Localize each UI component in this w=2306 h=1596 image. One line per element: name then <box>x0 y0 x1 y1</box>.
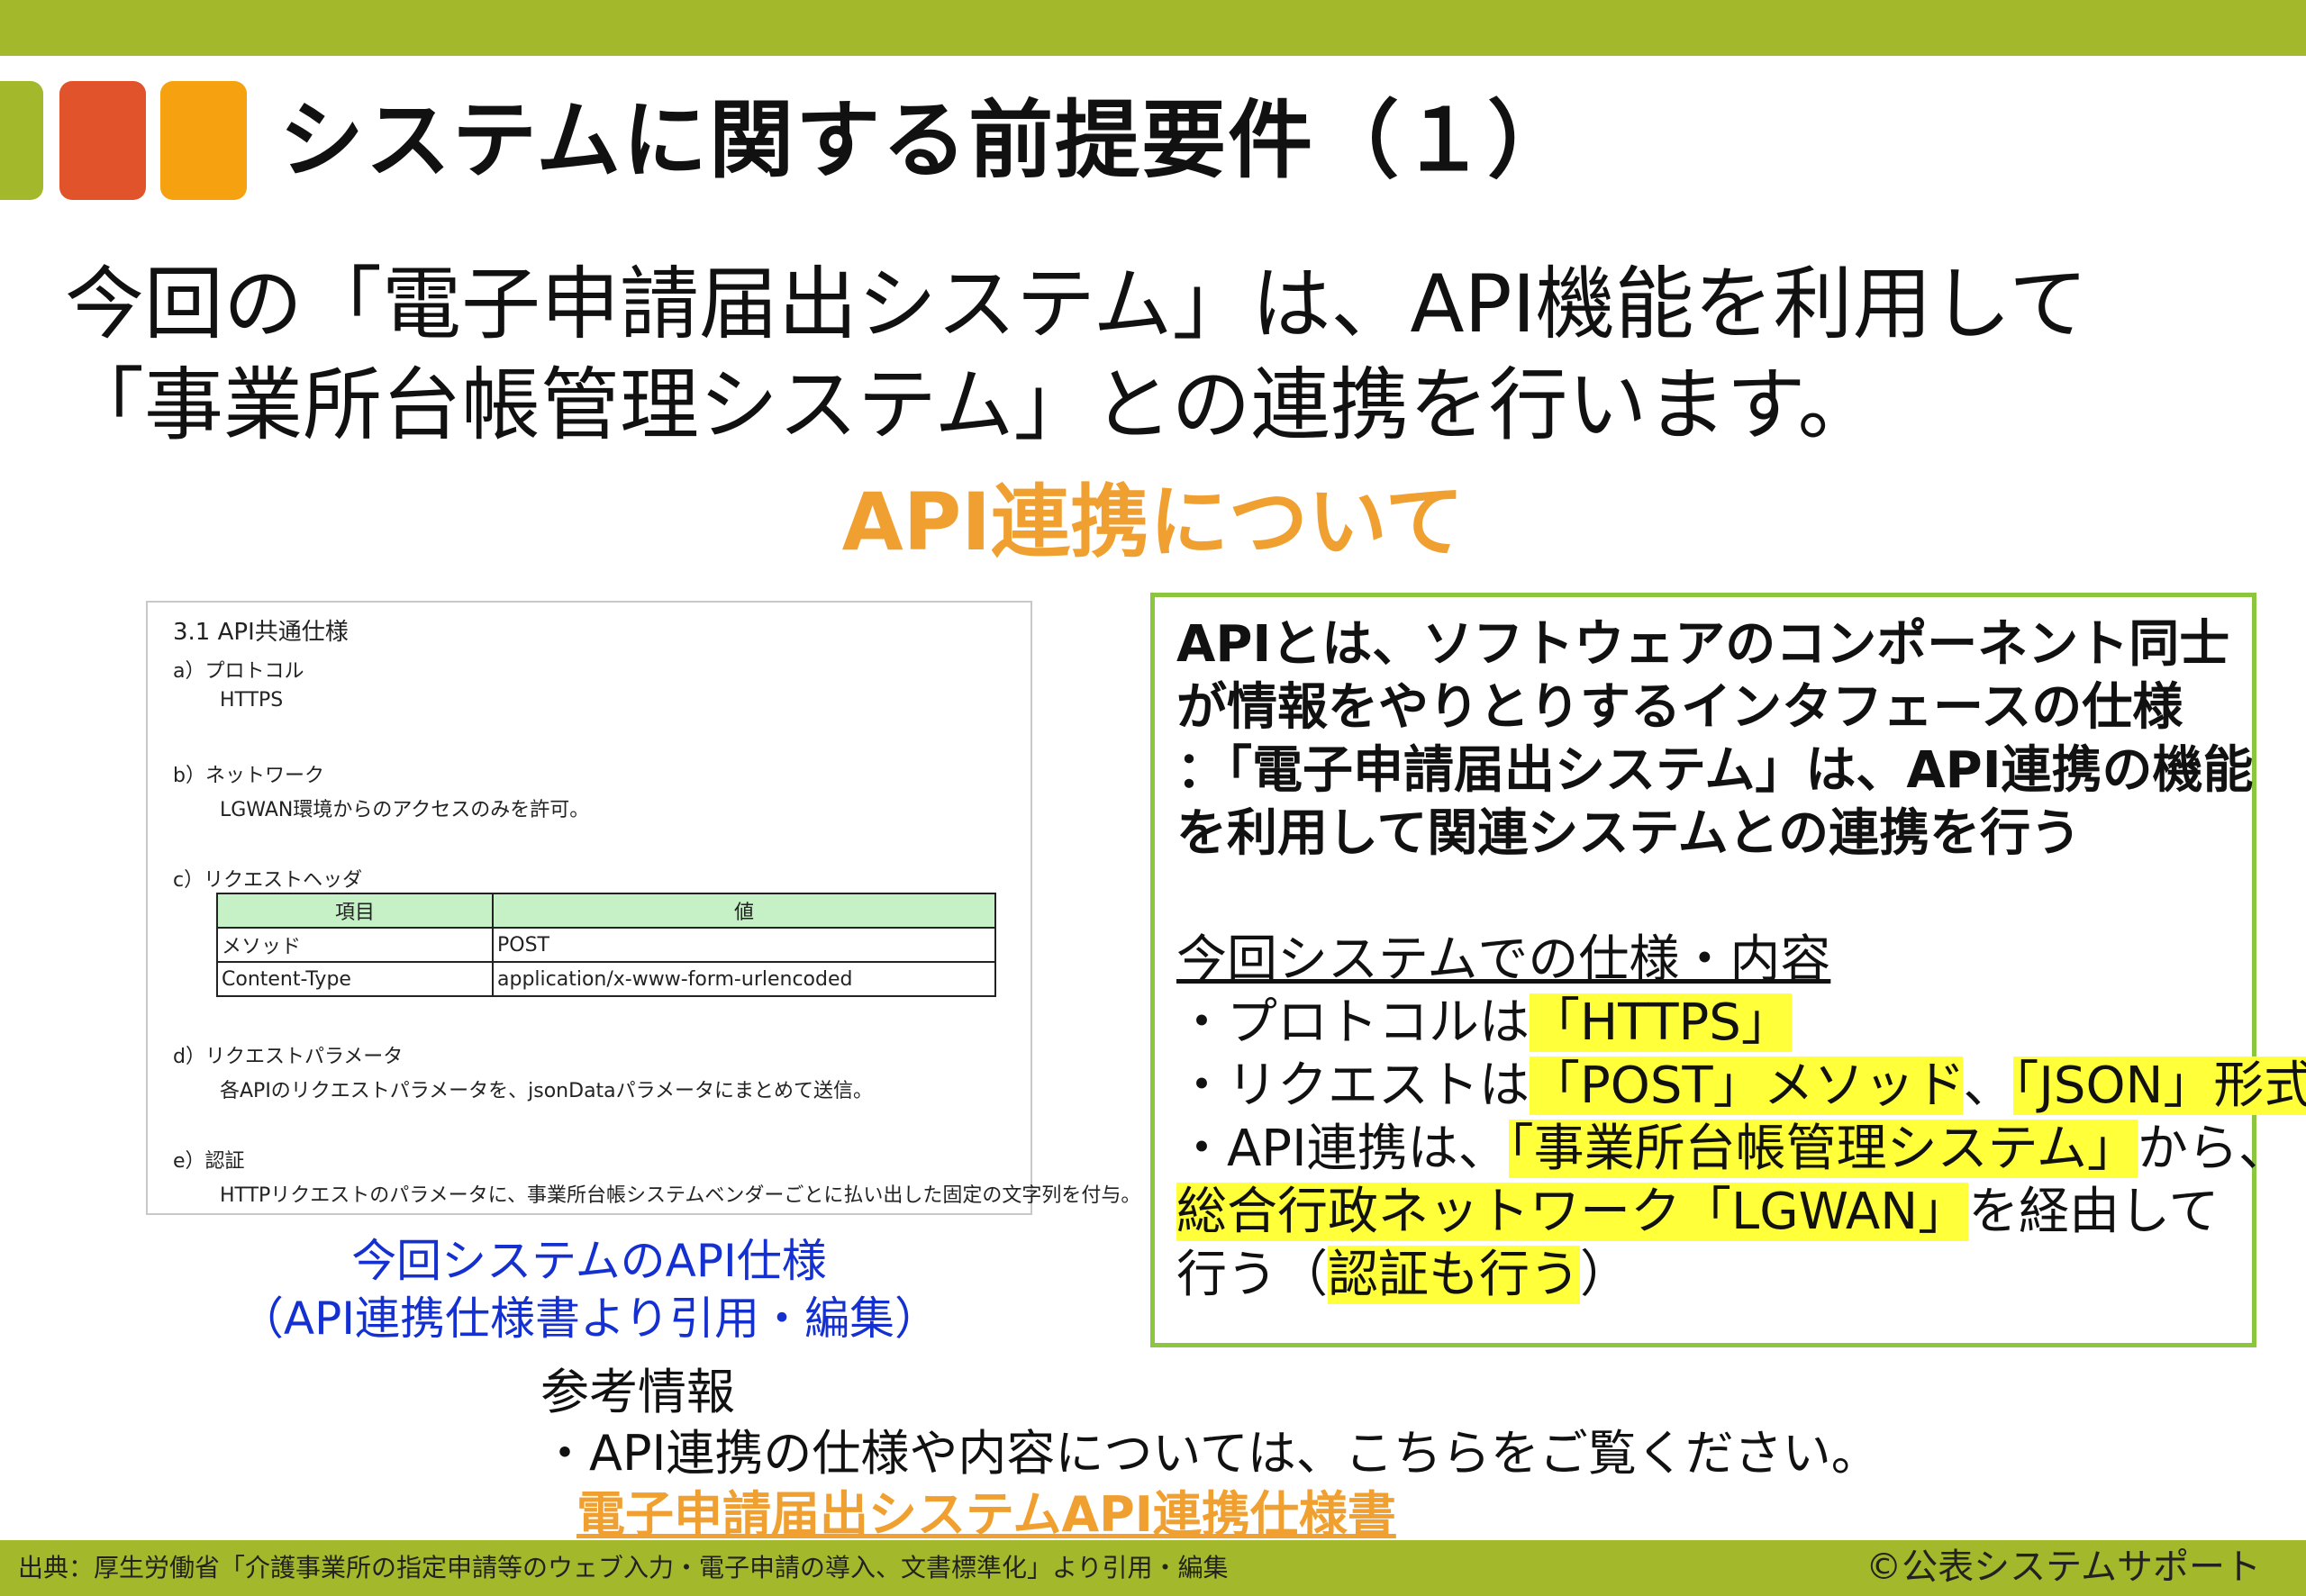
definition-line: ：「電子申請届出システム」は、API連携の機能 <box>1176 741 2254 800</box>
table-cell: application/x-www-form-urlencoded <box>492 961 996 997</box>
footer-bar <box>0 1540 2306 1596</box>
table-row: Content-Type application/x-www-form-urle… <box>216 961 996 997</box>
definition-line: APIとは、ソフトウェアのコンポーネント同士 <box>1176 615 2230 674</box>
spec-param-value: 各APIのリクエストパラメータを、jsonDataパラメータにまとめて送信。 <box>220 1080 873 1102</box>
title-accent-green <box>0 81 43 200</box>
highlight: 「HTTPS」 <box>1530 993 1792 1052</box>
reference-text: ・API連携の仕様や内容については、こちらをご覧ください。 <box>540 1425 1880 1482</box>
table-cell: Content-Type <box>216 961 494 997</box>
top-bar <box>0 0 2306 56</box>
definition-line: を利用して関連システムとの連携を行う <box>1176 804 2082 863</box>
api-definition-box: APIとは、ソフトウェアのコンポーネント同士 が情報をやりとりするインタフェース… <box>1150 593 2306 1347</box>
section-heading: API連携について <box>841 476 1465 568</box>
table-header-row: 項目 値 <box>216 893 996 929</box>
spec-auth-label: e）認証 <box>173 1150 245 1173</box>
title-accent-orange <box>160 81 247 200</box>
request-header-table: 項目 値 メソッド POST Content-Type application/… <box>216 893 996 997</box>
footer-copyright: ©公表システムサポート <box>1866 1546 2261 1588</box>
caption-line-1: 今回システムのAPI仕様 <box>351 1235 827 1287</box>
point-text: ） <box>1580 1246 1630 1304</box>
point-text: ・リクエストは <box>1176 1056 1530 1115</box>
point-text: ・プロトコルは <box>1176 993 1530 1052</box>
spacer <box>1176 866 2306 929</box>
footer-source: 出典：厚生労働省「介護事業所の指定申請等のウェブ入力・電子申請の導入、文書標準化… <box>18 1553 1229 1582</box>
spec-protocol-label: a）プロトコル <box>173 660 304 683</box>
lead-line-1: 今回の「電子申請届出システム」は、API機能を利用して <box>65 258 2088 350</box>
spec-point-api: ・API連携は、「事業所台帳管理システム」から、 <box>1176 1118 2306 1181</box>
point-text: 行う（ <box>1176 1246 1328 1304</box>
spec-point-auth: 行う（認証も行う） <box>1176 1244 2306 1307</box>
table-row: メソッド POST <box>216 927 996 963</box>
spec-point-protocol: ・プロトコルは「HTTPS」 <box>1176 992 2306 1055</box>
api-spec-excerpt: 3.1 API共通仕様 a）プロトコル HTTPS b）ネットワーク LGWAN… <box>146 601 1140 1215</box>
spec-summary-heading: 今回システムでの仕様・内容 <box>1176 930 1831 989</box>
point-text: 、 <box>1963 1056 2014 1115</box>
page-title: システムに関する前提要件（１） <box>279 92 1575 190</box>
table-header-cell: 値 <box>492 893 996 929</box>
point-text: ・API連携は、 <box>1176 1120 1509 1178</box>
spec-point-request: ・リクエストは「POST」メソッド、「JSON」形式 <box>1176 1055 2306 1118</box>
spec-param-label: d）リクエストパラメータ <box>173 1046 404 1068</box>
highlight: 「POST」メソッド <box>1530 1056 1964 1115</box>
point-text: から、 <box>2137 1120 2289 1178</box>
title-accent-red <box>59 81 146 200</box>
api-spec-link[interactable]: 電子申請届出システムAPI連携仕様書 <box>576 1486 1396 1543</box>
highlight: 総合行政ネットワーク「LGWAN」 <box>1176 1183 1969 1241</box>
definition-text: APIとは、ソフトウェアのコンポーネント同士 が情報をやりとりするインタフェース… <box>1176 613 2306 1307</box>
reference-info: 参考情報 ・API連携の仕様や内容については、こちらをご覧ください。 電子申請届… <box>540 1362 1880 1546</box>
lead-line-2: 「事業所台帳管理システム」との連携を行います。 <box>65 358 1877 451</box>
definition-line: が情報をやりとりするインタフェースの仕様 <box>1176 678 2183 737</box>
spec-network-label: b）ネットワーク <box>173 765 324 787</box>
table-cell: メソッド <box>216 927 494 963</box>
spec-protocol-value: HTTPS <box>220 689 284 712</box>
spec-network-value: LGWAN環境からのアクセスのみを許可。 <box>220 799 590 821</box>
point-text: を経由して <box>1968 1183 2220 1241</box>
spec-caption: 今回システムのAPI仕様 （API連携仕様書より引用・編集） <box>146 1232 1032 1347</box>
table-header-cell: 項目 <box>216 893 494 929</box>
highlight: 「事業所台帳管理システム」 <box>1508 1120 2138 1178</box>
spec-section-title: 3.1 API共通仕様 <box>173 619 349 646</box>
spec-header-label: c）リクエストヘッダ <box>173 869 363 892</box>
lead-text: 今回の「電子申請届出システム」は、API機能を利用して 「事業所台帳管理システム… <box>65 254 2281 456</box>
highlight: 認証も行う <box>1328 1246 1580 1304</box>
highlight: 「JSON」形式 <box>2013 1056 2306 1115</box>
caption-line-2: （API連携仕様書より引用・編集） <box>238 1292 940 1345</box>
table-cell: POST <box>492 927 996 963</box>
spec-point-network: 総合行政ネットワーク「LGWAN」を経由して <box>1176 1181 2306 1244</box>
spec-auth-value: HTTPリクエストのパラメータに、事業所台帳システムベンダーごとに払い出した固定… <box>220 1184 1141 1207</box>
reference-heading: 参考情報 <box>540 1364 735 1420</box>
